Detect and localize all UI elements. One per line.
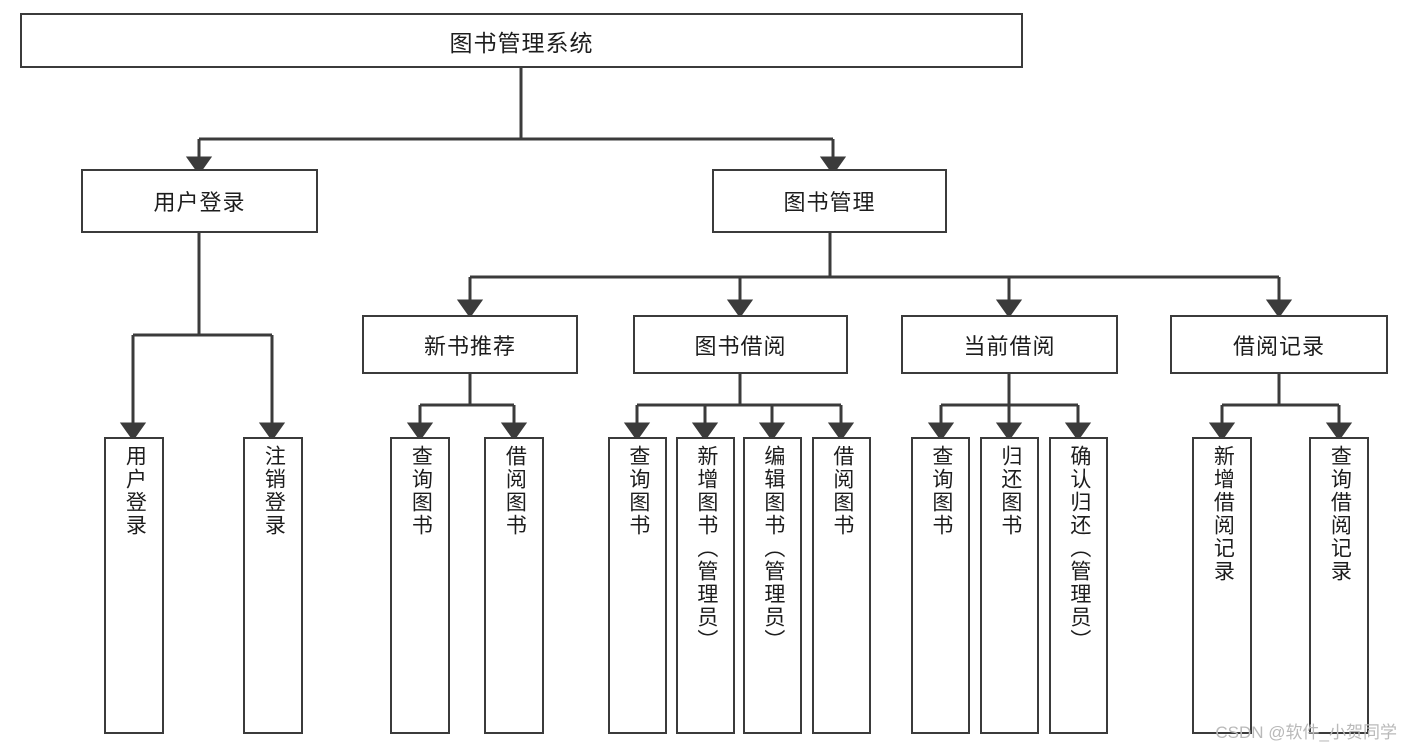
leaf-label: 借阅图书 (503, 445, 527, 537)
node-label: 新书推荐 (423, 333, 516, 359)
leaf-book-borrow-query[interactable]: 查询图书 (608, 437, 667, 734)
node-label: 借阅记录 (1232, 333, 1325, 359)
leaf-current-borrow-return[interactable]: 归还图书 (980, 437, 1039, 734)
leaf-label: 编辑图书（管理员） (761, 445, 785, 652)
leaf-current-borrow-query[interactable]: 查询图书 (911, 437, 970, 734)
node-book-management[interactable]: 图书管理 (712, 169, 947, 233)
leaf-borrow-record-add[interactable]: 新增借阅记录 (1192, 437, 1252, 734)
node-label: 图书管理 (783, 190, 876, 215)
leaf-label: 借阅图书 (830, 445, 854, 537)
node-label: 图书借阅 (694, 333, 787, 359)
node-borrow-record[interactable]: 借阅记录 (1170, 315, 1388, 374)
leaf-label: 查询借阅记录 (1328, 445, 1352, 583)
leaf-user-login-login[interactable]: 用户登录 (104, 437, 164, 734)
node-book-borrow[interactable]: 图书借阅 (633, 315, 848, 374)
leaf-borrow-record-query[interactable]: 查询借阅记录 (1309, 437, 1369, 734)
watermark: CSDN @软件_小贺同学 (1215, 723, 1397, 742)
leaf-label: 查询图书 (929, 445, 953, 537)
node-label: 图书管理系统 (449, 29, 594, 56)
leaf-user-login-logout[interactable]: 注销登录 (243, 437, 303, 734)
leaf-new-book-borrow[interactable]: 借阅图书 (484, 437, 544, 734)
node-root-book-management-system[interactable]: 图书管理系统 (20, 13, 1023, 68)
leaf-book-borrow-edit[interactable]: 编辑图书（管理员） (743, 437, 802, 734)
node-new-book-recommend[interactable]: 新书推荐 (362, 315, 578, 374)
leaf-label: 查询图书 (409, 445, 433, 537)
leaf-label: 新增借阅记录 (1211, 445, 1235, 583)
leaf-label: 注销登录 (262, 445, 286, 537)
leaf-new-book-query[interactable]: 查询图书 (390, 437, 450, 734)
leaf-label: 用户登录 (123, 445, 147, 537)
leaf-book-borrow-borrow[interactable]: 借阅图书 (812, 437, 871, 734)
node-user-login[interactable]: 用户登录 (81, 169, 318, 233)
node-current-borrow[interactable]: 当前借阅 (901, 315, 1118, 374)
node-label: 当前借阅 (963, 333, 1056, 359)
leaf-label: 归还图书 (998, 445, 1022, 537)
leaf-label: 确认归还（管理员） (1067, 445, 1091, 652)
leaf-book-borrow-add[interactable]: 新增图书（管理员） (676, 437, 735, 734)
leaf-label: 新增图书（管理员） (694, 445, 718, 652)
leaf-label: 查询图书 (626, 445, 650, 537)
node-label: 用户登录 (153, 190, 246, 215)
leaf-current-borrow-confirm-return[interactable]: 确认归还（管理员） (1049, 437, 1108, 734)
